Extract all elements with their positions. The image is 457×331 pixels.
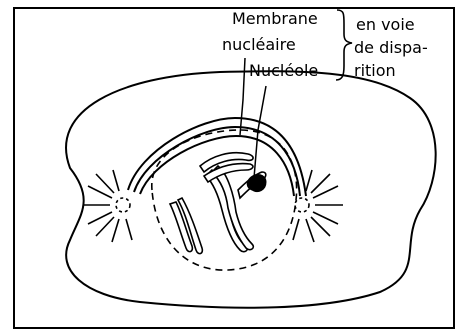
label-rition: rition bbox=[354, 61, 396, 80]
chromosomes bbox=[170, 153, 266, 254]
nucleolus bbox=[247, 175, 266, 192]
left-aster bbox=[84, 170, 132, 242]
label-de-dispa: de dispa- bbox=[354, 38, 428, 57]
label-nucleaire: nucléaire bbox=[222, 35, 296, 54]
label-nucleole: Nucléole bbox=[249, 61, 318, 80]
grouping-brace bbox=[336, 10, 352, 80]
label-en-voie: en voie bbox=[356, 15, 415, 34]
right-aster bbox=[293, 170, 343, 242]
label-membrane: Membrane bbox=[232, 9, 318, 28]
